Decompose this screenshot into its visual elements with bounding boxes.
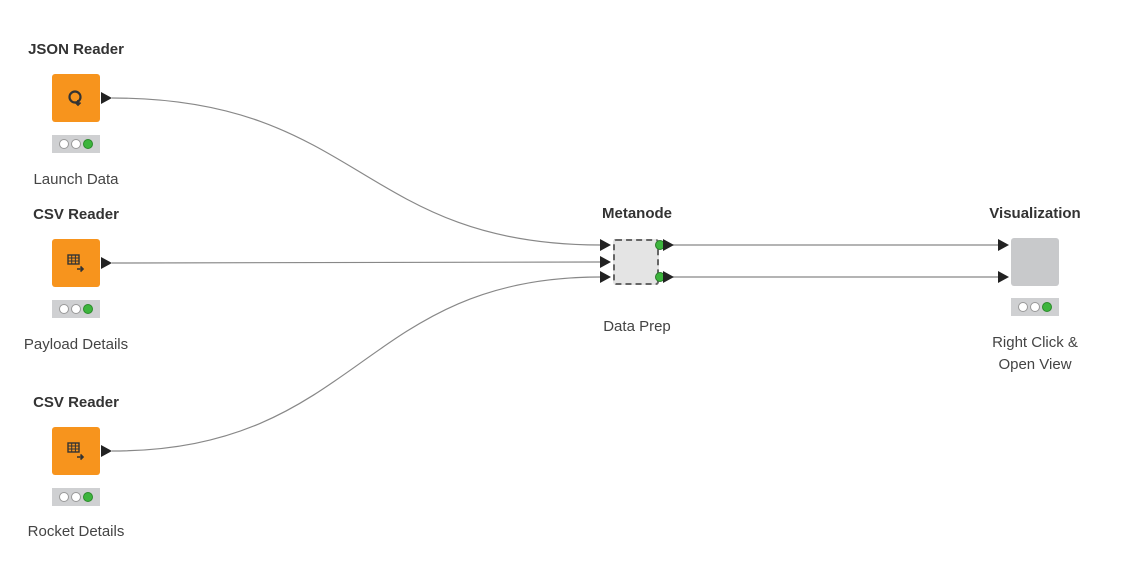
metanode-input-port-3[interactable] — [600, 271, 611, 283]
status-lights-csv-reader-payload — [52, 300, 100, 318]
csv-reader-rocket-output-port[interactable] — [101, 445, 112, 457]
node-label-line-1: Right Click & — [992, 334, 1078, 351]
visualization-input-port-2[interactable] — [998, 271, 1009, 283]
node-title-json-reader: JSON Reader — [28, 41, 124, 58]
status-light-green — [1042, 302, 1052, 312]
connection-payload-to-metanode[interactable] — [111, 261, 601, 264]
status-light-red — [1018, 302, 1028, 312]
status-lights-csv-reader-rocket — [52, 488, 100, 506]
node-label-line-2: Open View — [998, 356, 1072, 373]
node-label-rocket-details: Rocket Details — [27, 523, 125, 540]
metanode-output-port-2[interactable] — [663, 271, 674, 283]
status-light-green — [83, 492, 93, 502]
csv-reader-rocket-node[interactable] — [52, 427, 100, 475]
status-light-red — [59, 492, 69, 502]
csv-reader-icon — [67, 254, 85, 273]
node-label-data-prep: Data Prep — [603, 318, 671, 335]
connection-json-to-metanode[interactable] — [111, 97, 601, 246]
json-reader-output-port[interactable] — [101, 92, 112, 104]
csv-reader-payload-node[interactable] — [52, 239, 100, 287]
status-light-yellow — [1030, 302, 1040, 312]
status-light-green — [83, 139, 93, 149]
node-title-metanode: Metanode — [601, 205, 673, 222]
status-light-yellow — [71, 139, 81, 149]
node-label-visualization: Right Click & Open View — [992, 332, 1078, 376]
node-label-payload-details: Payload Details — [23, 336, 129, 353]
visualization-node[interactable] — [1011, 238, 1059, 286]
node-label-launch-data: Launch Data — [33, 171, 119, 188]
status-lights-visualization — [1011, 298, 1059, 316]
node-title-csv-reader-rocket: CSV Reader — [33, 394, 119, 411]
csv-reader-icon — [67, 442, 85, 461]
json-reader-node[interactable] — [52, 74, 100, 122]
status-light-red — [59, 139, 69, 149]
node-title-visualization: Visualization — [989, 205, 1081, 222]
connection-rocket-to-metanode[interactable] — [111, 276, 601, 452]
metanode-input-port-2[interactable] — [600, 256, 611, 268]
status-lights-json-reader — [52, 135, 100, 153]
csv-reader-payload-output-port[interactable] — [101, 257, 112, 269]
metanode-input-port-1[interactable] — [600, 239, 611, 251]
json-reader-icon — [68, 90, 82, 107]
metanode-data-prep[interactable] — [613, 239, 659, 285]
metanode-output-port-1[interactable] — [663, 239, 674, 251]
status-light-red — [59, 304, 69, 314]
visualization-input-port-1[interactable] — [998, 239, 1009, 251]
status-light-yellow — [71, 304, 81, 314]
node-title-csv-reader-payload: CSV Reader — [33, 206, 119, 223]
status-light-green — [83, 304, 93, 314]
status-light-yellow — [71, 492, 81, 502]
